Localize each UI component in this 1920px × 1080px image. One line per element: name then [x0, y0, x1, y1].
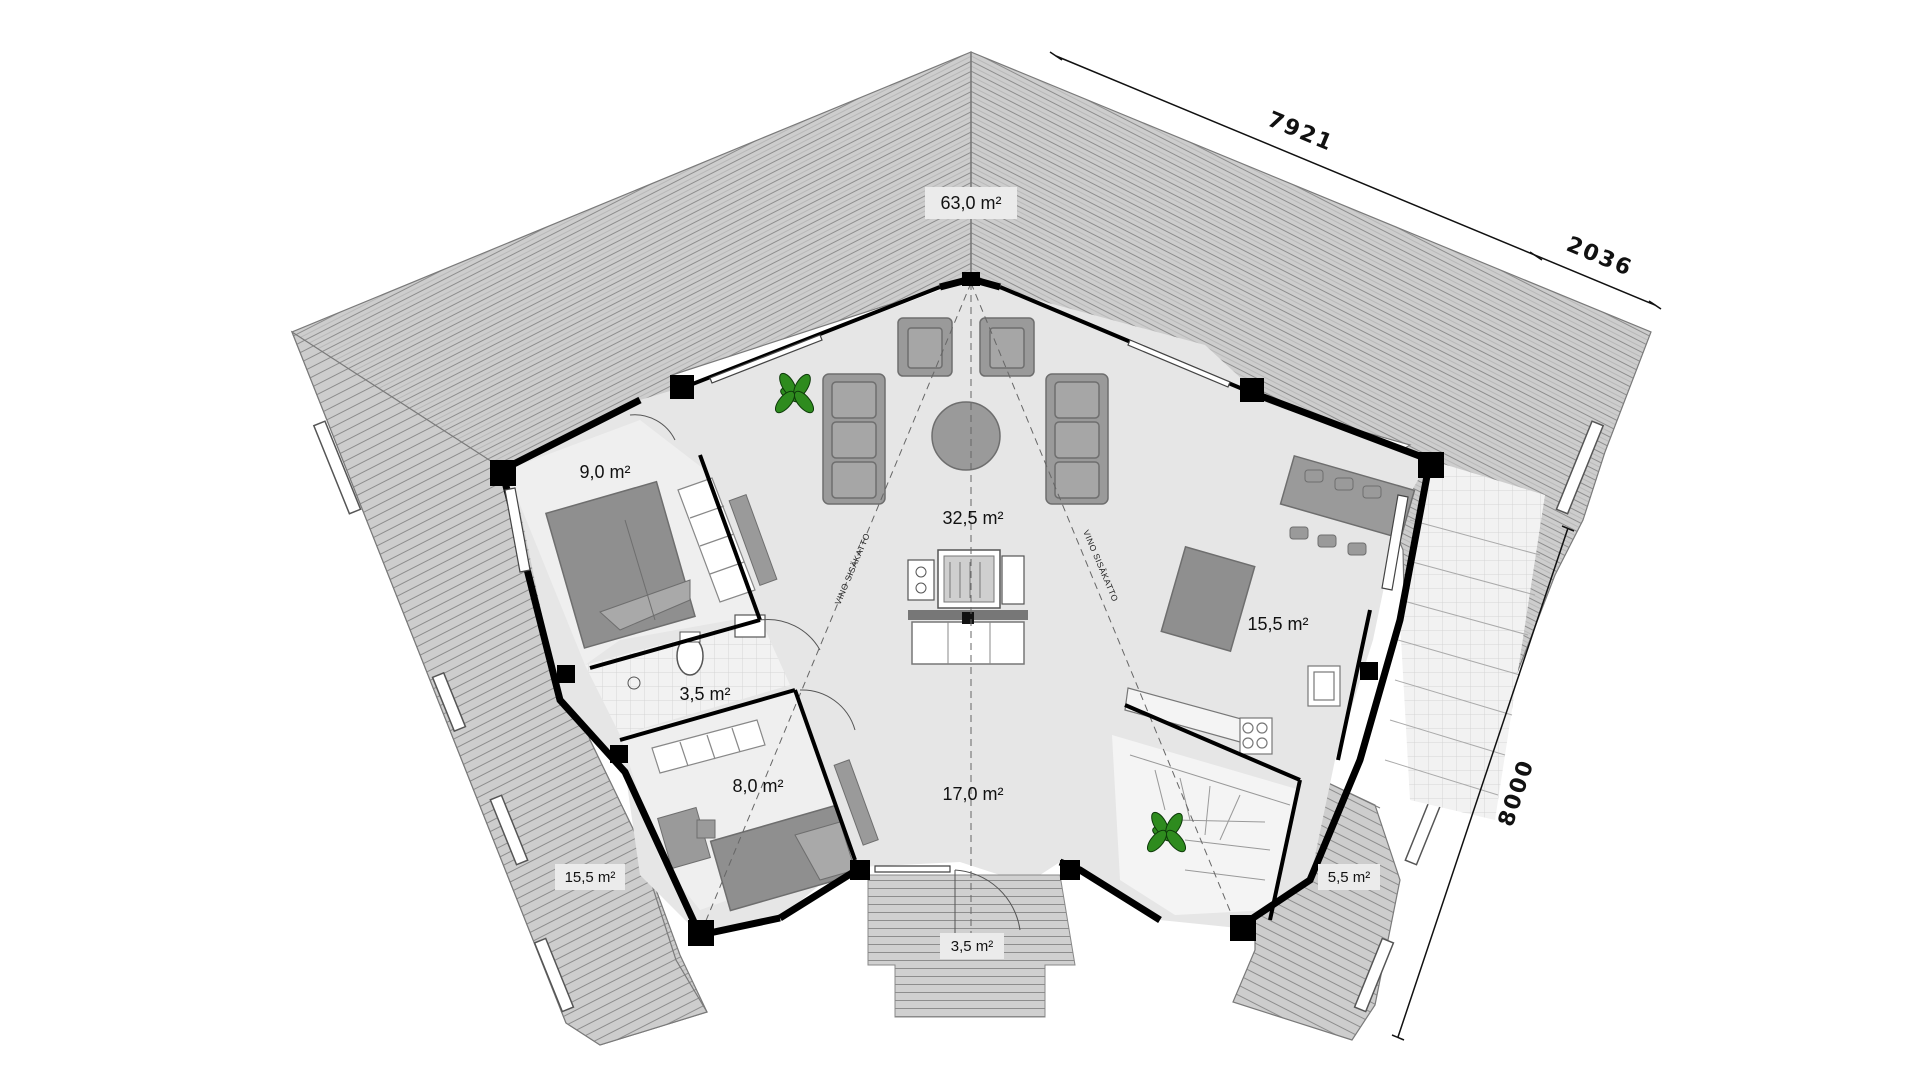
dimension-lines [1049, 51, 1662, 1041]
wardrobe-2 [651, 719, 766, 774]
area-bedroom-1: 9,0 m² [579, 462, 630, 482]
area-bedroom-2: 8,0 m² [732, 776, 783, 796]
doors [629, 414, 1021, 935]
shelf-2 [833, 759, 879, 846]
dimension-top-long: 7921 [1264, 107, 1338, 157]
area-kitchen-dining: 15,5 m² [1247, 614, 1308, 634]
area-terrace-right: 5,5 m² [1328, 869, 1371, 886]
armchair-right [979, 317, 1035, 377]
staircase [1384, 519, 1541, 796]
sofa-right [1045, 373, 1109, 505]
staircase-2 [1129, 754, 1291, 881]
bed-1 [544, 480, 696, 649]
kitchen-island [1160, 545, 1256, 653]
plant-1 [774, 372, 815, 414]
wardrobe-1 [677, 477, 756, 603]
bed-2 [709, 804, 857, 912]
area-terrace-left: 15,5 m² [565, 869, 616, 886]
wall-pillars [490, 272, 1444, 946]
wall-windows [504, 334, 1409, 873]
fireplace [907, 549, 1028, 665]
armchair-left [897, 317, 953, 377]
area-entrance-porch: 3,5 m² [951, 938, 994, 955]
furniture [544, 317, 1416, 912]
dining-table [1279, 454, 1416, 556]
dimension-top-short: 2036 [1563, 232, 1637, 282]
plant-2 [1146, 811, 1187, 853]
coffee-table [931, 401, 1001, 471]
bathroom-fixtures [627, 614, 766, 690]
ceiling-lines [699, 282, 1241, 936]
stairs-floor [1400, 460, 1545, 820]
sofa-left [822, 373, 886, 505]
bathroom-floor [585, 618, 790, 735]
area-terrace-roof: 63,0 m² [940, 193, 1001, 213]
kitchen-counter [1124, 665, 1341, 755]
area-bathroom: 3,5 m² [679, 684, 730, 704]
desk-1 [728, 493, 778, 587]
area-living-room: 32,5 m² [942, 508, 1003, 528]
area-hall: 17,0 m² [942, 784, 1003, 804]
chair-2 [696, 819, 716, 839]
area-labels: 63,0 m² 9,0 m² 32,5 m² 15,5 m² 3,5 m² 8,… [555, 187, 1380, 959]
